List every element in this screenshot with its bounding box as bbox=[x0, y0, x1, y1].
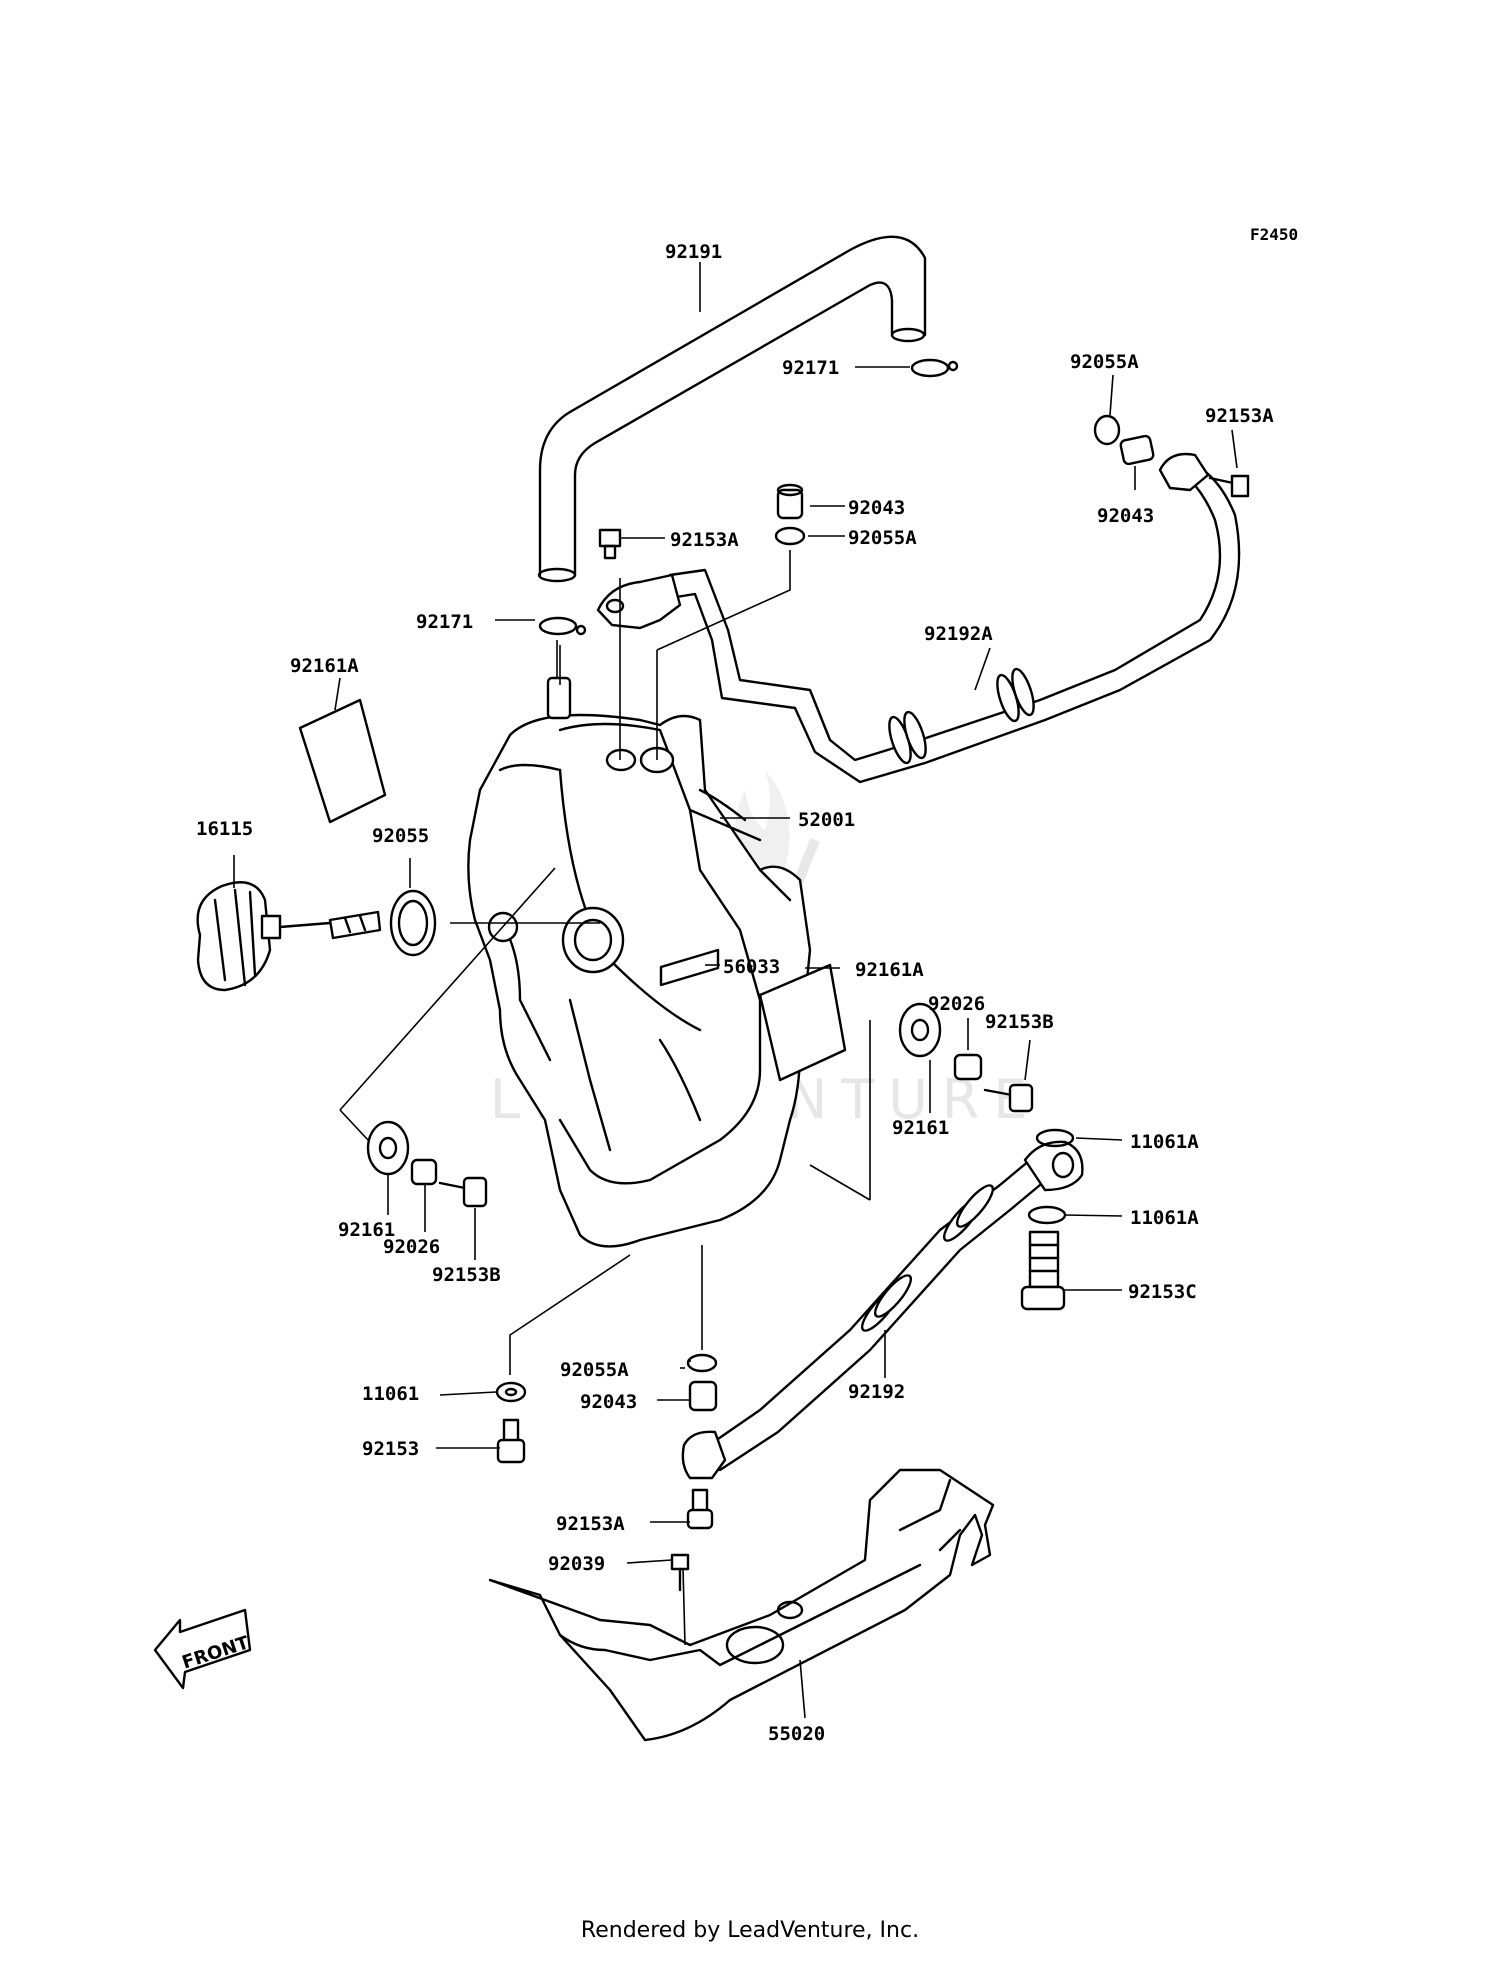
footer-credit: Rendered by LeadVenture, Inc. bbox=[580, 1918, 920, 1943]
callout-92153B-right: 92153B bbox=[985, 1011, 1054, 1033]
callout-92191: 92191 bbox=[665, 241, 722, 263]
callout-92192: 92192 bbox=[848, 1381, 905, 1403]
bolt-92153B-left bbox=[438, 1176, 488, 1208]
decal-92161A-left bbox=[298, 698, 387, 824]
callout-55020: 55020 bbox=[768, 1723, 825, 1745]
washer-92055A-bottom bbox=[686, 1353, 718, 1373]
fuel-pipe-92192 bbox=[681, 1140, 1084, 1480]
callout-92043-right: 92043 bbox=[1097, 505, 1154, 527]
callout-56033: 56033 bbox=[723, 956, 780, 978]
washer-92055A-mid bbox=[774, 526, 806, 546]
bushing-92043-bottom bbox=[688, 1380, 718, 1412]
hose-clip-mid bbox=[538, 616, 587, 636]
skid-plate-55020 bbox=[488, 1468, 995, 1742]
callout-92171-mid: 92171 bbox=[416, 611, 473, 633]
banjo-bolt-92153C bbox=[1020, 1230, 1066, 1311]
rivet-92039 bbox=[670, 1553, 690, 1592]
callout-92161-left: 92161 bbox=[338, 1219, 395, 1241]
fuel-cap-16115 bbox=[196, 881, 382, 992]
callout-92153A-mid: 92153A bbox=[670, 529, 739, 551]
callout-11061: 11061 bbox=[362, 1383, 419, 1405]
callout-11061A-2: 11061A bbox=[1130, 1207, 1199, 1229]
callout-92161A-left: 92161A bbox=[290, 655, 359, 677]
callout-92171-top: 92171 bbox=[782, 357, 839, 379]
rubber-mount-92161-left bbox=[366, 1120, 410, 1176]
callout-92153: 92153 bbox=[362, 1438, 419, 1460]
vent-hose-92191 bbox=[537, 235, 927, 583]
diagram-code: F2450 bbox=[1250, 225, 1298, 244]
rubber-mount-92161-right bbox=[898, 1002, 942, 1058]
bushing-92043-mid bbox=[776, 483, 804, 520]
fuel-tank-52001 bbox=[467, 676, 847, 1248]
callout-92055A-right: 92055A bbox=[1070, 351, 1139, 373]
gasket-92055 bbox=[389, 889, 437, 957]
callout-92039: 92039 bbox=[548, 1553, 605, 1575]
bolt-92153A-bottom bbox=[686, 1488, 714, 1530]
callout-92161A-right: 92161A bbox=[855, 959, 924, 981]
leader-lines bbox=[233, 262, 1238, 1719]
front-arrow-icon: FRONT bbox=[153, 1608, 252, 1690]
callout-92192A: 92192A bbox=[924, 623, 993, 645]
callout-92026-left: 92026 bbox=[383, 1236, 440, 1258]
fuel-pipe-92192A bbox=[596, 452, 1241, 784]
washer-92055A-right bbox=[1093, 414, 1121, 446]
callout-92043-mid: 92043 bbox=[848, 497, 905, 519]
bushing-92043-right bbox=[1119, 434, 1155, 466]
callout-92043-bottom: 92043 bbox=[580, 1391, 637, 1413]
callout-16115: 16115 bbox=[196, 818, 253, 840]
hose-clip-top bbox=[910, 358, 959, 378]
callout-92055A-bottom: 92055A bbox=[560, 1359, 629, 1381]
bolt-92153 bbox=[496, 1418, 526, 1464]
bolt-92153A-right bbox=[1208, 474, 1250, 498]
callout-92153B-left: 92153B bbox=[432, 1264, 501, 1286]
callout-92153A-right: 92153A bbox=[1205, 405, 1274, 427]
washer-11061 bbox=[495, 1381, 527, 1403]
callout-labels: 92191 92171 92055A 92153A 92043 92043 92… bbox=[196, 241, 1274, 1745]
bolt-92153A-mid bbox=[598, 528, 622, 560]
washer-11061A-2 bbox=[1027, 1205, 1067, 1225]
callout-92153C: 92153C bbox=[1128, 1281, 1197, 1303]
callout-92026-right: 92026 bbox=[928, 993, 985, 1015]
callout-92055A-mid: 92055A bbox=[848, 527, 917, 549]
bolt-92153B-right bbox=[983, 1083, 1034, 1113]
callout-92161-right: 92161 bbox=[892, 1117, 949, 1139]
callout-92153A-bottom: 92153A bbox=[556, 1513, 625, 1535]
washer-11061A-1 bbox=[1035, 1128, 1075, 1148]
callout-92055: 92055 bbox=[372, 825, 429, 847]
collar-92026-left bbox=[410, 1158, 438, 1186]
callout-11061A-1: 11061A bbox=[1130, 1131, 1199, 1153]
callout-52001: 52001 bbox=[798, 809, 855, 831]
collar-92026-right bbox=[953, 1053, 983, 1081]
